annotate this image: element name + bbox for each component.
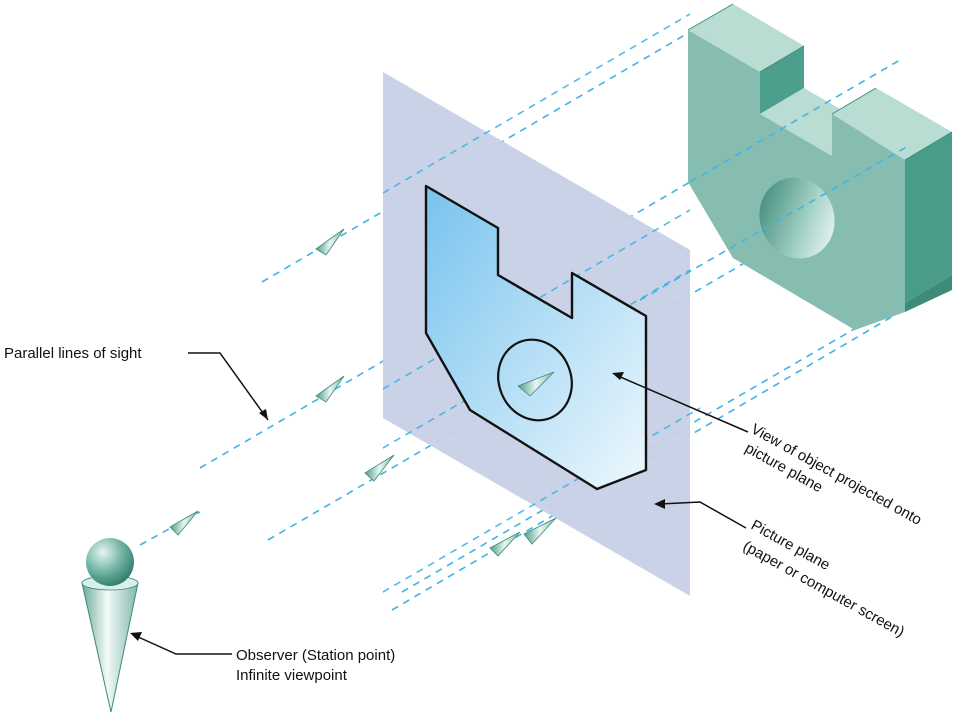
projected-view: [424, 184, 648, 491]
sight-arrow: [169, 510, 199, 536]
observer-cone: [81, 582, 139, 713]
object-hole: [759, 177, 835, 259]
sight-lines-front: [639, 59, 911, 301]
object-side-face-lower: [905, 275, 952, 312]
leader-arrowhead: [654, 499, 665, 509]
sight-arrows: [169, 228, 557, 557]
sight-arrow: [364, 454, 395, 482]
leader-observer: [135, 635, 232, 655]
leader-picture-plane: [659, 501, 747, 529]
object-side-face: [905, 132, 952, 303]
leader-arrowhead: [612, 372, 624, 380]
sight-arrow: [315, 228, 345, 256]
observer-head: [86, 538, 134, 586]
observer-figure: [81, 538, 139, 713]
projected-hole: [497, 338, 573, 422]
object-edges: [687, 3, 953, 161]
leader-view-projected: [617, 375, 749, 433]
sight-arrow: [315, 375, 345, 403]
object-top-left: [688, 4, 804, 72]
object-notch-side: [760, 46, 804, 114]
sight-line: [689, 59, 901, 183]
label-parallel-lines: Parallel lines of sight: [4, 345, 142, 362]
leader-arrowhead: [130, 632, 142, 641]
object-3d: [687, 3, 953, 330]
sight-arrow: [523, 517, 557, 545]
sight-arrow: [517, 371, 555, 397]
leaders: [130, 352, 749, 655]
label-observer-line2: Infinite viewpoint: [236, 667, 348, 684]
leader-arrowhead: [259, 409, 268, 420]
object-top-right: [832, 88, 952, 160]
leader-parallel-lines: [188, 352, 269, 421]
label-observer-line1: Observer (Station point): [236, 647, 395, 664]
sight-arrow: [489, 531, 521, 557]
label-view-projected-line1: View of object projected onto: [748, 421, 924, 529]
